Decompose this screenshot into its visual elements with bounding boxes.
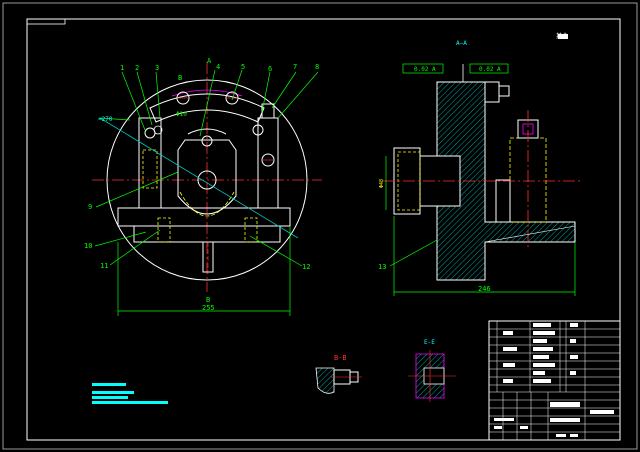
balloon-7: 7 <box>293 63 297 71</box>
dim-255-text: 255 <box>202 304 215 312</box>
balloon-9: 9 <box>88 203 92 211</box>
left-column <box>138 117 162 209</box>
front-view: 255 B 1 2 3 4 5 6 7 8 9 10 11 12 <box>84 57 322 316</box>
top-locator <box>201 135 213 147</box>
right-clamp-block <box>261 103 275 119</box>
side-right-step <box>495 179 511 223</box>
tolerance-1-text: 0.02 A <box>414 66 436 73</box>
base-hidden-right <box>244 217 258 243</box>
left-pin-2 <box>153 125 163 135</box>
balloon-8: 8 <box>315 63 319 71</box>
side-dim-text: 246 <box>478 285 491 293</box>
title-block-frame <box>488 320 621 441</box>
side-dim-v-text: Φ48 <box>379 179 385 188</box>
drawing-frame <box>26 18 621 441</box>
top-clamp <box>187 128 227 135</box>
balloon-5: 5 <box>241 63 245 71</box>
phi-note: Φ10 <box>176 111 187 118</box>
base-plate <box>117 207 291 227</box>
left-column-hidden <box>142 149 158 189</box>
title-block <box>488 320 621 441</box>
balloon-4: 4 <box>216 63 220 71</box>
parts-list-grid <box>489 321 620 440</box>
frame-corner-tab <box>26 18 66 25</box>
roughness-symbol <box>558 34 568 39</box>
balloon-1: 1 <box>120 64 124 72</box>
arc-bar <box>149 93 265 123</box>
detail-bb: B-B <box>315 354 362 394</box>
center-label: B <box>206 296 210 304</box>
balloon-2: 2 <box>135 64 139 72</box>
balloon-3: 3 <box>155 64 159 72</box>
left-pin <box>144 127 156 139</box>
workpiece-hidden <box>179 191 235 217</box>
top-mark: A—A <box>456 40 467 47</box>
base-hidden-left <box>157 217 171 243</box>
side-taper <box>484 225 576 243</box>
tolerance-frame-2 <box>469 63 509 74</box>
detail-ee: E-E <box>408 339 456 402</box>
side-top-screw <box>498 85 510 97</box>
side-view: 0.02 A 0.02 A A—A Φ48 246 <box>378 32 580 296</box>
balloon-13: 13 <box>378 263 386 271</box>
right-upper-pin <box>252 124 264 136</box>
leader-lines <box>94 69 319 267</box>
workpiece-bore <box>197 170 217 190</box>
side-top-clamp <box>484 81 500 103</box>
tolerance-frame-1 <box>402 63 444 74</box>
detail-bb-body <box>315 367 335 394</box>
section-b-mark: B <box>178 74 182 82</box>
section-a-mark: A <box>207 57 212 65</box>
balloon-12: 12 <box>302 263 310 271</box>
technical-notes <box>92 383 168 404</box>
left-angle-note: ≈270 <box>98 116 113 123</box>
right-column <box>257 117 279 209</box>
balloon-10: 10 <box>84 242 92 250</box>
tolerance-2-text: 0.02 A <box>479 66 501 73</box>
cutting-plane-line <box>99 117 299 239</box>
balloon-11: 11 <box>100 262 108 270</box>
workpiece <box>177 139 237 215</box>
balloon-6: 6 <box>268 65 272 73</box>
side-leader-13 <box>389 239 438 267</box>
detail-bb-title: B-B <box>334 354 347 362</box>
parts-list-text <box>494 323 614 437</box>
detail-ee-title: E-E <box>424 339 435 346</box>
